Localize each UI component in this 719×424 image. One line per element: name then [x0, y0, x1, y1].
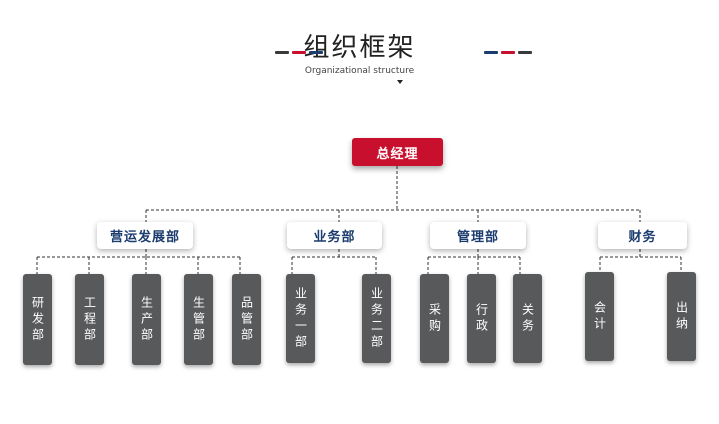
node-sub-accounting: 会计: [585, 272, 614, 361]
title-pointer-icon: [397, 80, 403, 84]
node-sub-cashier: 出纳: [667, 272, 696, 361]
title-decoration-right: [501, 51, 515, 54]
node-sub-production-control: 生管部: [184, 274, 213, 365]
dept-label: 财务: [628, 230, 657, 245]
node-general-manager: 总经理: [352, 138, 443, 166]
node-sub-rd: 研发部: [23, 274, 52, 365]
title-decoration-right: [484, 51, 498, 54]
node-sub-quality-control: 品管部: [232, 274, 261, 365]
dept-label: 业务部: [313, 230, 356, 245]
title-decoration-left: [292, 51, 306, 54]
node-sub-admin: 行政: [467, 274, 496, 363]
dept-label: 管理部: [456, 230, 499, 245]
dept-label: 营运发展部: [109, 230, 180, 245]
node-sub-customs: 关务: [513, 274, 542, 363]
node-dept-sales: 业务部: [287, 222, 382, 249]
node-sub-sales-1: 业务一部: [286, 274, 315, 363]
node-dept-management: 管理部: [430, 222, 526, 249]
node-sub-engineering: 工程部: [75, 274, 104, 365]
title-decoration-right: [518, 51, 532, 54]
node-sub-sales-2: 业务二部: [362, 274, 391, 363]
node-dept-operations: 营运发展部: [97, 222, 193, 249]
title-decoration-left: [309, 51, 323, 54]
node-sub-purchasing: 采购: [420, 274, 449, 363]
node-sub-production: 生产部: [132, 274, 161, 365]
node-dept-finance: 财务: [598, 222, 687, 249]
title-decoration-left: [275, 51, 289, 54]
page-subtitle: Organizational structure: [304, 66, 415, 76]
page-title: 组织框架: [303, 33, 416, 63]
